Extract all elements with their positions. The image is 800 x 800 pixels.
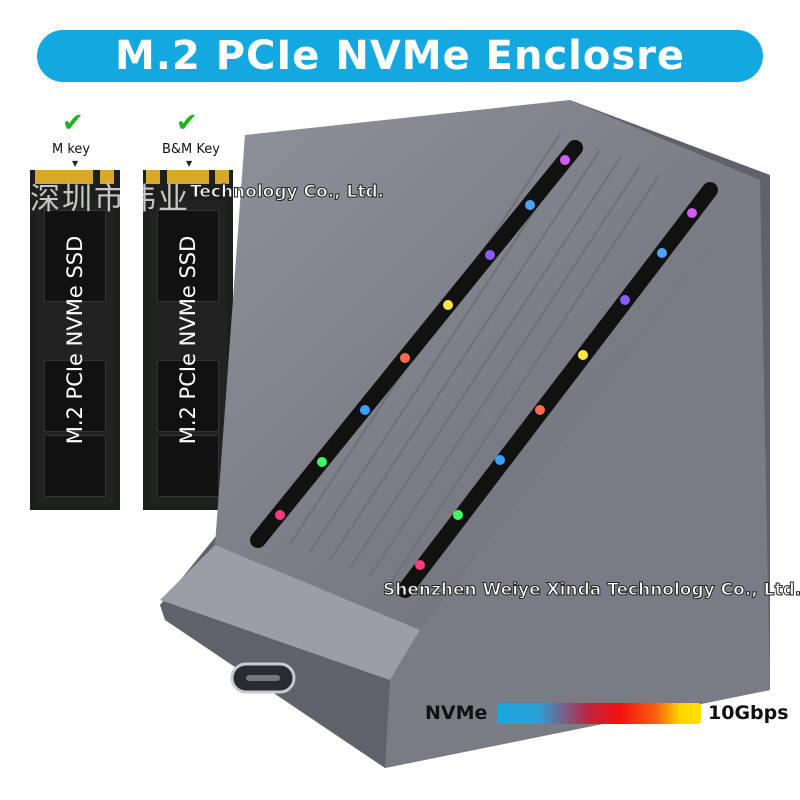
checkmark-icon: ✔ bbox=[62, 108, 84, 138]
speed-bar-right-label: 10Gbps bbox=[708, 702, 789, 724]
checkmark-icon: ✔ bbox=[176, 108, 198, 138]
bm-key-label: B&M Key bbox=[162, 142, 220, 157]
banner-title: M.2 PCIe NVMe Enclosre bbox=[114, 33, 686, 79]
ssd-bm-key: M.2 PCIe NVMe SSD bbox=[143, 170, 233, 510]
arrow-down-icon: ▼ bbox=[72, 159, 79, 168]
m-key-label: M key bbox=[52, 142, 91, 157]
watermark-middle: Shenzhen Weiye Xinda Technology Co., Ltd… bbox=[382, 580, 800, 601]
watermark-chinese: 深圳市伟业 bbox=[30, 182, 190, 217]
title-banner: M.2 PCIe NVMe Enclosre bbox=[37, 30, 763, 82]
arrow-down-icon: ▼ bbox=[186, 159, 193, 168]
speed-bar-left-label: NVMe bbox=[425, 702, 488, 724]
watermark-top: Technology Co., Ltd. bbox=[189, 182, 385, 203]
speed-gradient-bar bbox=[497, 703, 701, 724]
rgb-leds bbox=[275, 155, 697, 570]
ssd-m-key: M.2 PCIe NVMe SSD bbox=[30, 170, 120, 510]
